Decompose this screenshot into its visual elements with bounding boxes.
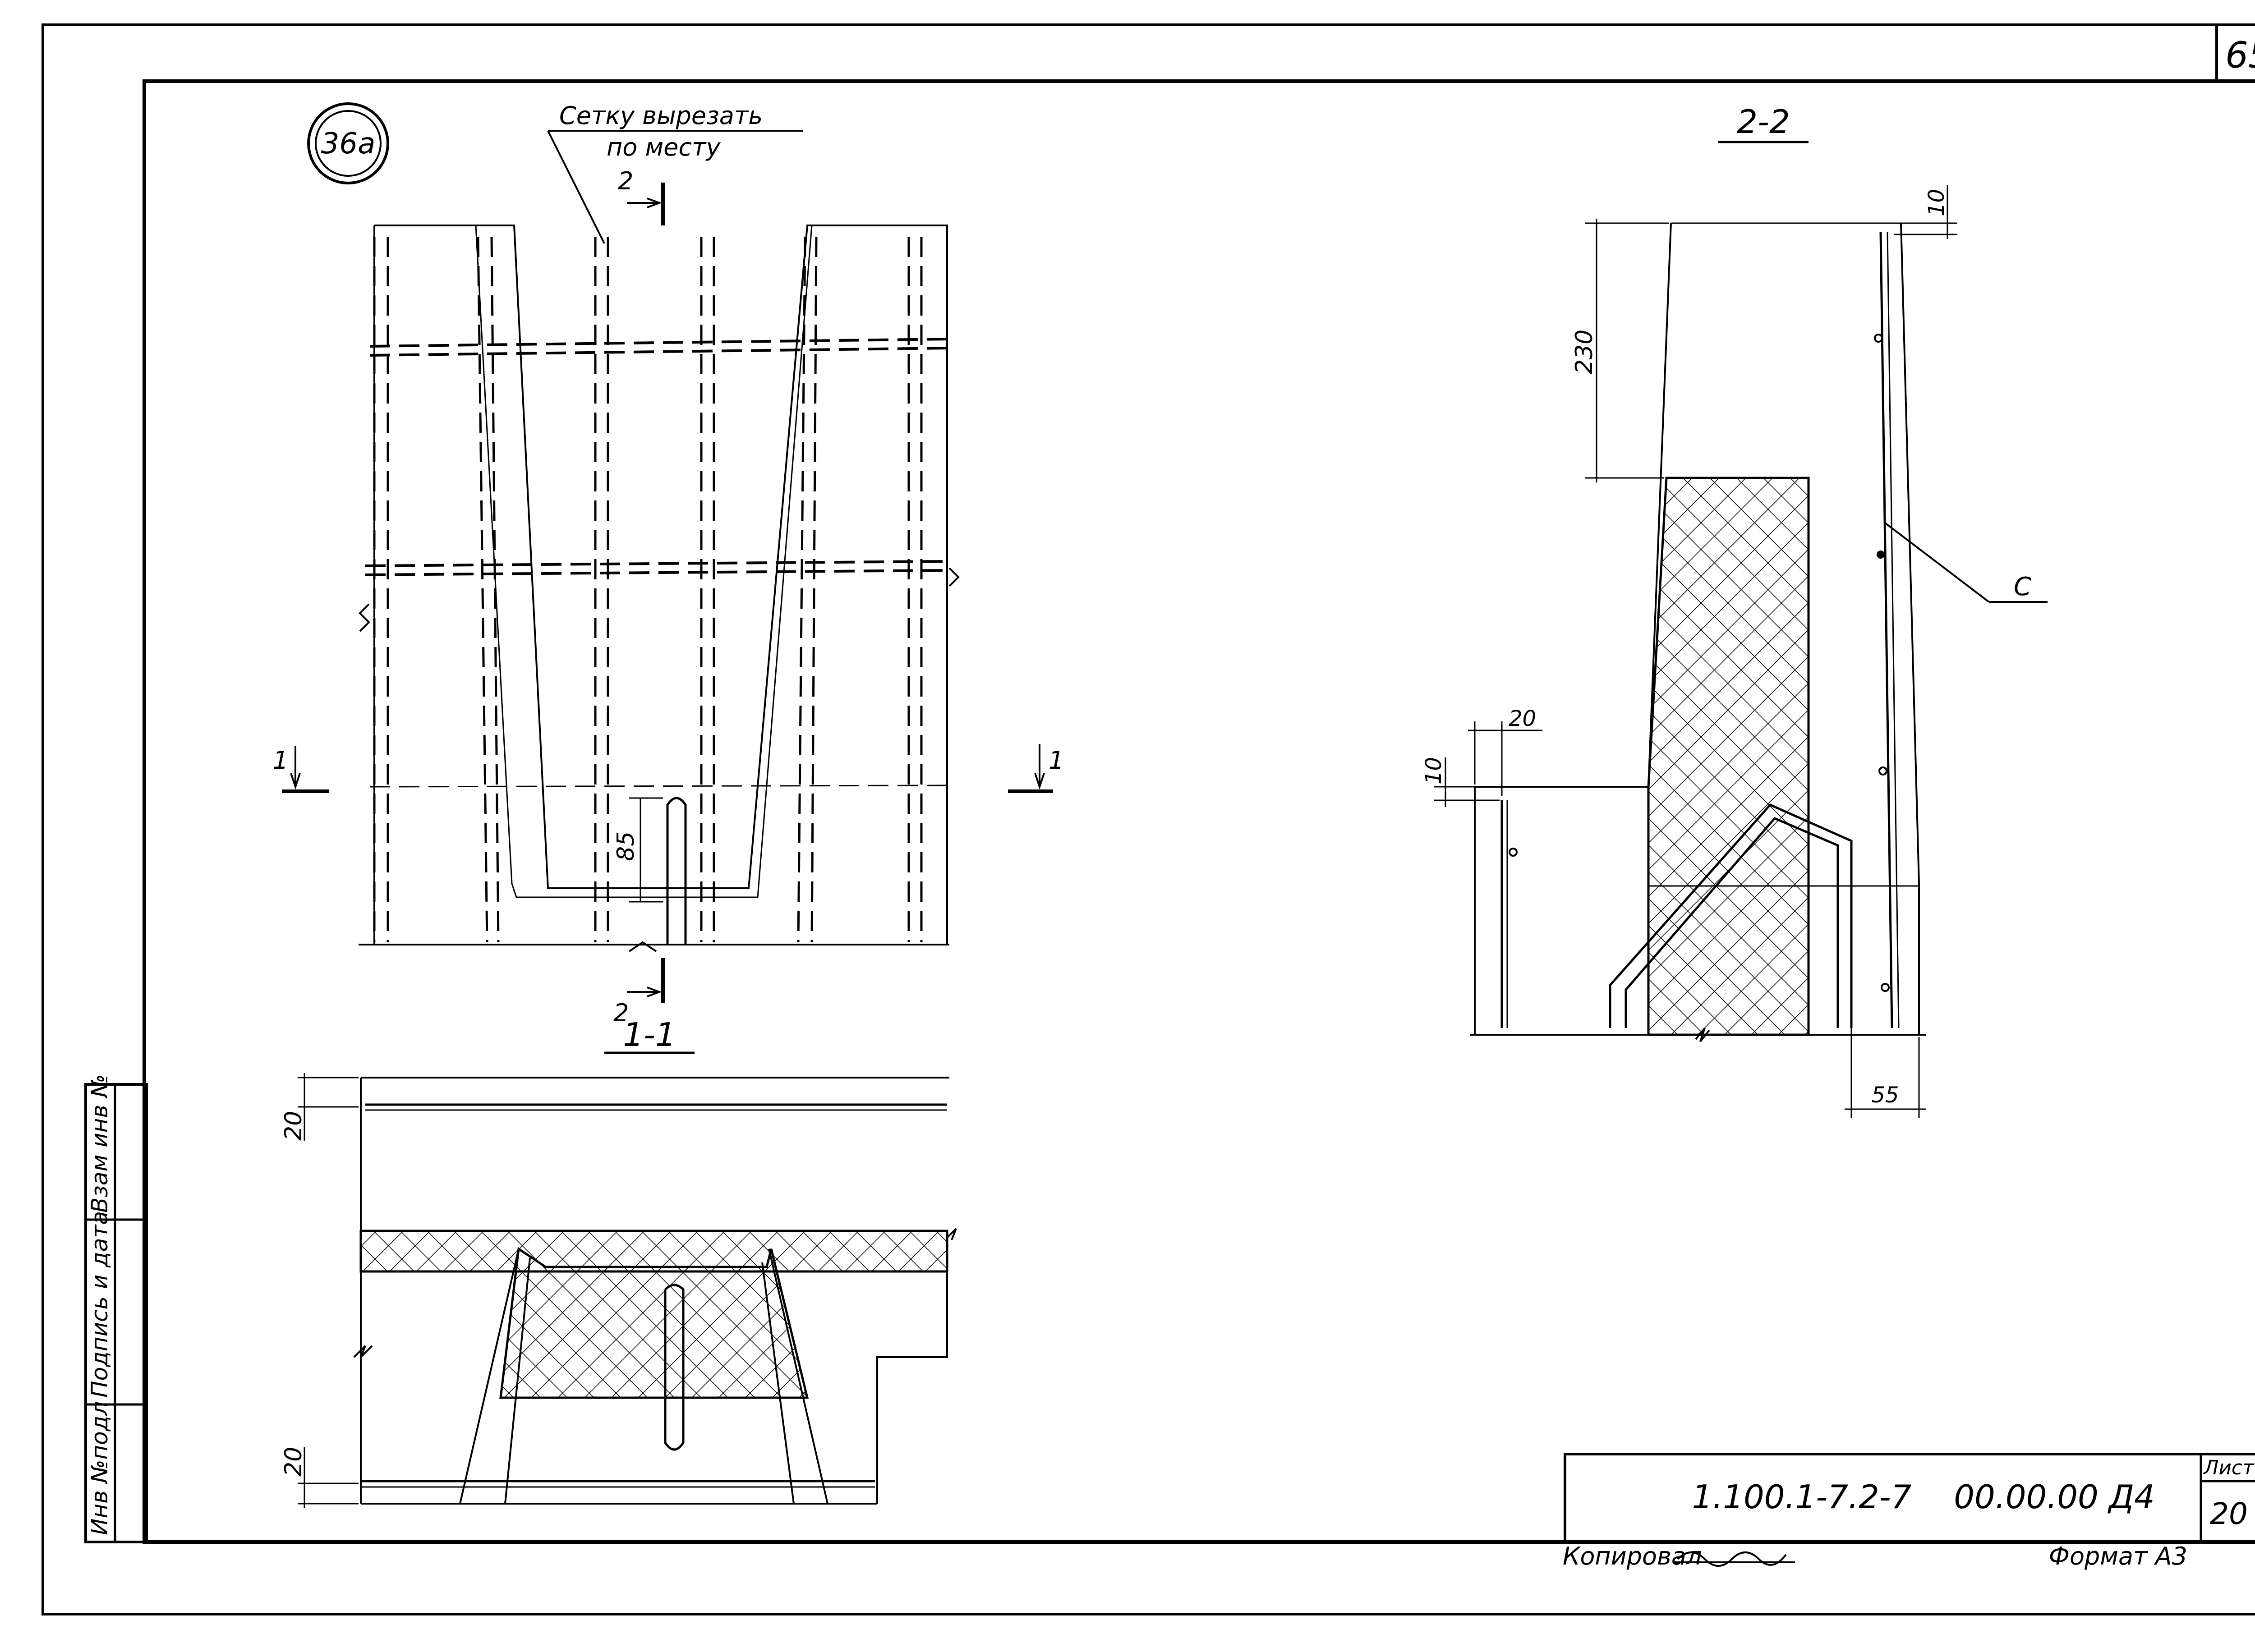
section-2-2: 2-2 С 230 1	[1421, 103, 2048, 1118]
copier-signature	[1677, 1551, 1787, 1567]
section-1-1-dim-bottom: 20	[280, 1447, 307, 1477]
section-2-2-outline	[1474, 223, 1920, 1035]
stamp-inv-podl: Инв №подл	[87, 1401, 113, 1535]
section-2-2-dim-10-left: 10	[1421, 757, 1446, 785]
drawing-frame	[143, 79, 2255, 1544]
insulation-core	[499, 1247, 809, 1399]
detail-marker: 36а	[307, 102, 389, 184]
format-label: Формат А3	[2048, 1542, 2187, 1570]
section-1-1-title: 1-1	[623, 1016, 676, 1054]
doc-code: 1.100.1-7.2-7	[1692, 1478, 1911, 1516]
section-1-1-dim-top: 20	[280, 1111, 307, 1141]
doc-number: 00.00.00 Д4	[1954, 1478, 2155, 1516]
mesh-callout-line2: по месту	[607, 133, 721, 161]
section-2-2-hook-bar	[1609, 803, 1853, 1028]
side-stamp: Инв №подл Подпись и дата Взам инв №	[84, 1074, 148, 1543]
svg-text:2: 2	[618, 167, 633, 195]
section-mark-1-right: 1	[1008, 744, 1064, 793]
section-2-2-title: 2-2	[1737, 103, 1790, 141]
svg-text:1: 1	[1049, 746, 1064, 775]
section-2-2-dim-20: 20	[1509, 706, 1536, 731]
section-2-2-insulation	[1647, 477, 1810, 1036]
title-block: 1.100.1-7.2-7 00.00.00 Д4 Лист 20 Копиро…	[1563, 1453, 2255, 1570]
plan-hook-rod	[666, 797, 687, 945]
copied-label: Копировал	[1563, 1542, 1702, 1570]
sheet-number: 20	[2210, 1496, 2248, 1531]
section-2-2-dim-55: 55	[1871, 1083, 1899, 1108]
plan-dim-85: 85	[612, 831, 640, 861]
section-mark-2-bottom: 2	[613, 958, 665, 1027]
plan-view: 85 1 1 2 2	[273, 167, 1064, 1027]
sheet-label: Лист	[2203, 1456, 2255, 1479]
plan-outline	[373, 225, 948, 945]
outer-border	[41, 23, 2255, 1615]
page-number-box: 65	[2215, 25, 2255, 81]
insulation-strip	[359, 1230, 948, 1273]
callout-c: С	[2014, 572, 2031, 601]
section-2-2-dim-10-top: 10	[1924, 189, 1949, 216]
svg-text:2: 2	[613, 999, 629, 1027]
mesh-callout-line1: Сетку вырезать	[559, 101, 763, 130]
plan-rebars-horizontal	[365, 338, 948, 788]
stamp-replaced-inv: Взам инв №	[87, 1074, 113, 1213]
detail-marker-label: 36а	[321, 127, 376, 161]
mesh-callout: Сетку вырезать по месту	[547, 101, 803, 244]
stamp-signature-date: Подпись и дата	[87, 1211, 113, 1398]
svg-text:1: 1	[273, 746, 288, 775]
section-2-2-dim-230: 230	[1571, 330, 1598, 374]
section-mark-1-left: 1	[273, 746, 329, 793]
section-1-1: 1-1 20 20	[280, 1016, 957, 1508]
page-number: 65	[2225, 34, 2255, 76]
section-mark-2-top: 2	[618, 167, 665, 225]
